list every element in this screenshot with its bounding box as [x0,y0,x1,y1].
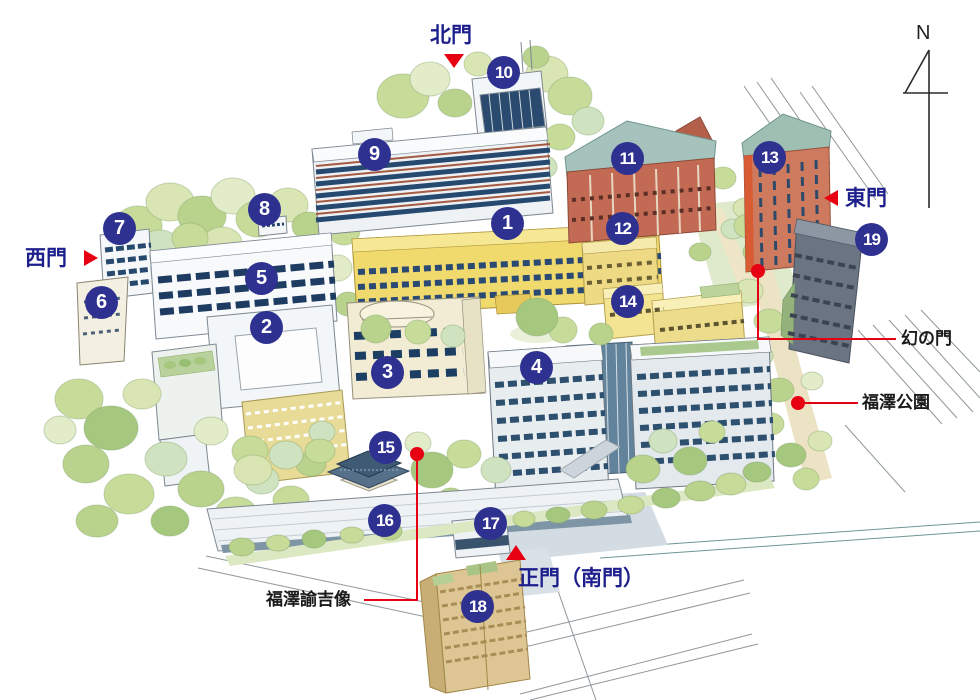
road-lines [197,77,980,700]
gate-label-main-south: 正門（南門） [518,567,644,590]
map-marker-11[interactable]: 11 [611,142,644,175]
map-marker-15[interactable]: 15 [369,431,402,464]
compass-arrow-icon [903,49,948,208]
map-marker-10[interactable]: 10 [487,56,520,89]
map-marker-17[interactable]: 17 [474,507,507,540]
map-marker-7[interactable]: 7 [103,212,136,245]
gate-triangle-icon-main-south [506,545,526,560]
map-marker-16[interactable]: 16 [368,504,401,537]
annotation-label-fukuzawa-statue: 福澤諭吉像 [266,590,351,609]
gate-label-north: 北門 [430,24,472,47]
map-marker-5[interactable]: 5 [245,262,278,295]
gate-label-west: 西門 [25,247,67,270]
map-marker-14[interactable]: 14 [611,285,644,318]
map-marker-19[interactable]: 19 [855,223,888,256]
gate-triangle-icon-west [84,250,98,266]
map-marker-1[interactable]: 1 [491,207,524,240]
map-marker-13[interactable]: 13 [753,141,786,174]
map-marker-4[interactable]: 4 [520,351,553,384]
map-marker-3[interactable]: 3 [371,356,404,389]
map-marker-18[interactable]: 18 [461,590,494,623]
building-shape-18 [419,559,531,694]
annotation-label-fukuzawa-park: 福澤公園 [862,393,930,412]
map-marker-2[interactable]: 2 [250,311,283,344]
building-shape-11 [564,116,717,244]
map-marker-8[interactable]: 8 [248,193,281,226]
gate-triangle-icon-north [444,54,464,68]
compass-north-label: N [916,22,931,44]
map-marker-9[interactable]: 9 [358,138,391,171]
gate-triangle-icon-east [824,190,838,206]
annotation-label-maboroshi-gate: 幻の門 [901,329,952,348]
map-marker-12[interactable]: 12 [606,212,639,245]
gate-label-east: 東門 [845,187,887,210]
map-marker-6[interactable]: 6 [85,286,118,319]
